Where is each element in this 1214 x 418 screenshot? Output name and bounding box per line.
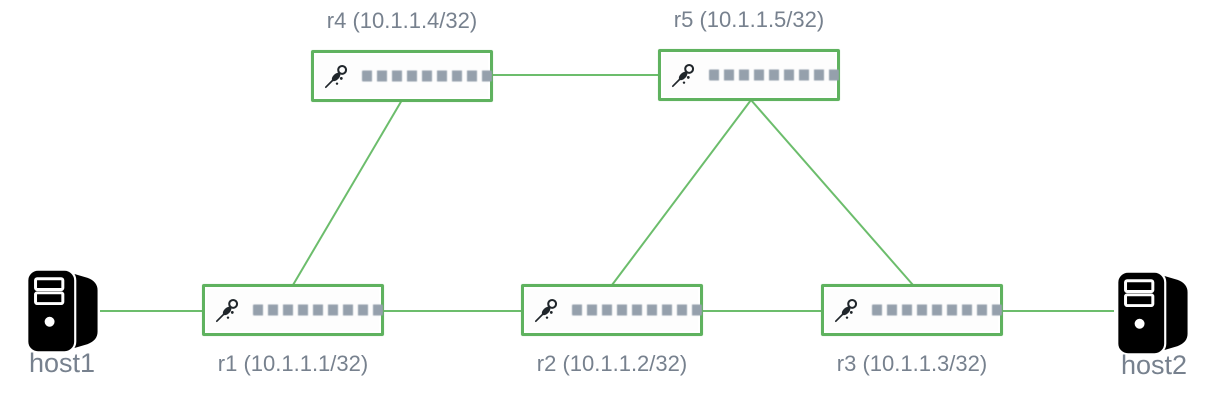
host-label-host2: host2	[1120, 350, 1188, 380]
router-node-r4[interactable]	[311, 50, 493, 102]
host-node-host1[interactable]	[22, 268, 102, 354]
router-label-r2: r2 (10.1.1.2/32)	[536, 351, 688, 376]
router-label-r5: r5 (10.1.1.5/32)	[673, 7, 825, 32]
router-ports	[253, 304, 383, 316]
router-ports	[572, 304, 702, 316]
router-ports	[709, 69, 839, 81]
router-node-r5[interactable]	[658, 49, 840, 101]
router-label-r1: r1 (10.1.1.1/32)	[217, 351, 369, 376]
router-node-r1[interactable]	[202, 284, 384, 336]
pin-icon	[215, 298, 239, 323]
link-r4-r1[interactable]	[292, 99, 403, 286]
router-ports	[362, 70, 492, 82]
link-r5-r2[interactable]	[611, 99, 752, 286]
router-ports	[872, 304, 1002, 316]
host-node-host2[interactable]	[1112, 270, 1192, 356]
pin-icon	[834, 298, 858, 323]
pin-icon	[324, 64, 348, 89]
host-label-host1: host1	[28, 348, 96, 378]
router-label-r3: r3 (10.1.1.3/32)	[836, 351, 988, 376]
router-node-r3[interactable]	[821, 284, 1003, 336]
computer-tower-icon	[26, 268, 98, 354]
pin-icon	[534, 298, 558, 323]
link-r5-r3[interactable]	[750, 99, 914, 286]
pin-icon	[671, 63, 695, 88]
computer-tower-icon	[1116, 270, 1188, 356]
router-node-r2[interactable]	[521, 284, 703, 336]
router-label-r4: r4 (10.1.1.4/32)	[326, 8, 478, 33]
